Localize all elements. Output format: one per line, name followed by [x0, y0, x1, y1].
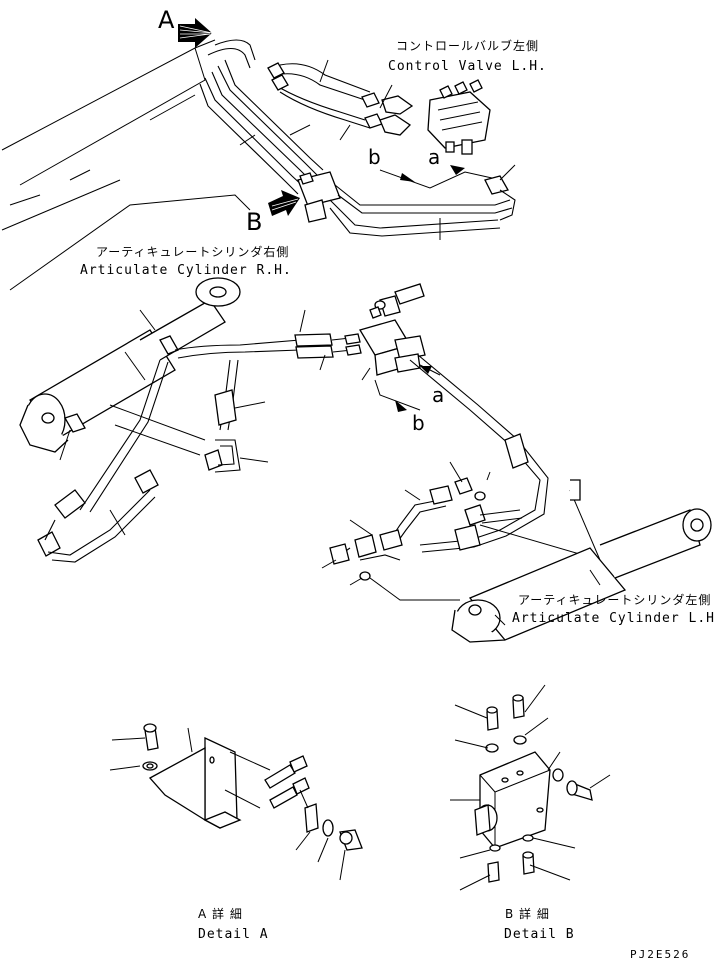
- connection-a-mid: a: [432, 383, 444, 407]
- cylinder-lh-label-en: Articulate Cylinder L.H.: [512, 611, 714, 626]
- detail-a-drawing: [109, 723, 363, 881]
- articulate-cylinder-rh: [19, 277, 241, 453]
- view-b-marker: B: [246, 208, 262, 236]
- detail-b-title-en: Detail B: [504, 927, 575, 942]
- middle-assembly: [19, 277, 712, 643]
- detail-b-title-jp: B 詳 細: [505, 906, 550, 921]
- drawing-code: PJ2E526: [630, 948, 690, 960]
- view-a-marker: A: [158, 6, 175, 34]
- connection-a-top: a: [428, 145, 440, 169]
- cylinder-rh-label-jp: アーティキュレートシリンダ右側: [96, 244, 289, 259]
- center-valve-block: [359, 283, 426, 376]
- control-valve-label-jp: コントロールバルブ左側: [396, 38, 539, 53]
- control-valve-label-en: Control Valve L.H.: [388, 59, 547, 74]
- connection-b-mid: b: [412, 411, 425, 435]
- detail-a-title-en: Detail A: [198, 927, 269, 942]
- detail-b-drawing: [450, 684, 611, 891]
- connection-b-top: b: [368, 145, 381, 169]
- view-arrow-a: [178, 18, 213, 48]
- control-valve: [427, 79, 491, 155]
- view-arrow-b: [268, 190, 300, 216]
- block-b: [297, 171, 341, 223]
- detail-a-title-jp: A 詳 細: [198, 906, 243, 921]
- articulate-cylinder-lh: [451, 479, 712, 643]
- cylinder-lh-label-jp: アーティキュレートシリンダ左側: [518, 592, 711, 607]
- top-assembly: [1, 18, 516, 291]
- cylinder-rh-label-en: Articulate Cylinder R.H.: [80, 263, 292, 278]
